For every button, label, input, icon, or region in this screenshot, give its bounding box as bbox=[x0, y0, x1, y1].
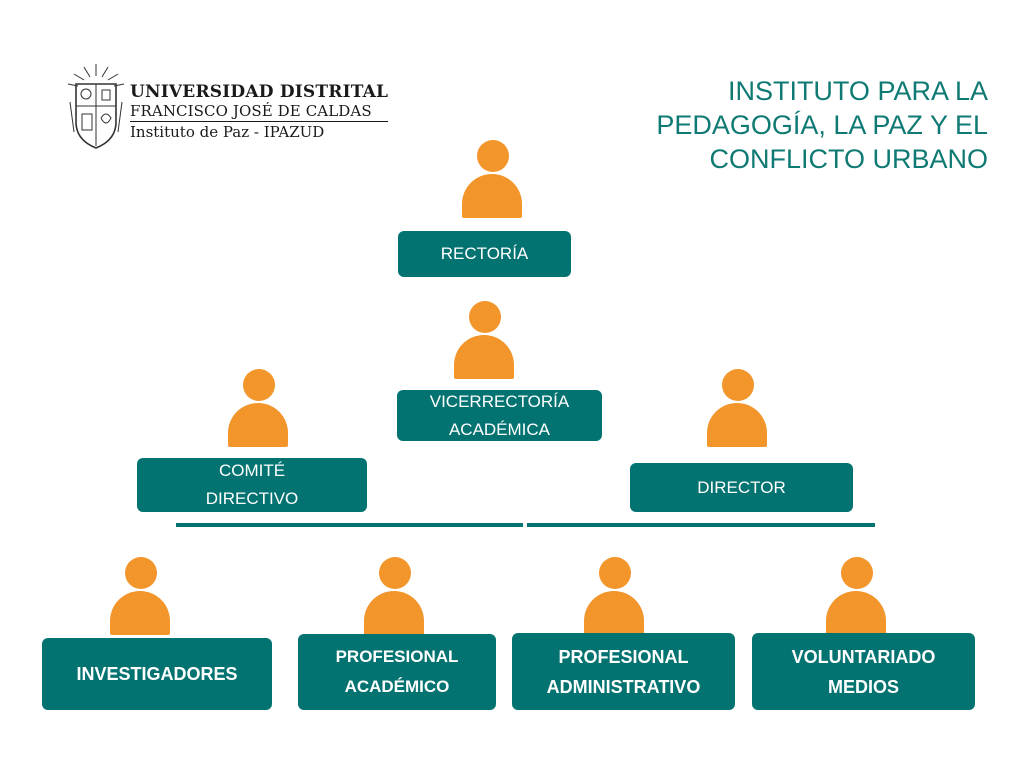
node-label: PROFESIONAL bbox=[558, 646, 689, 667]
logo-university-subname: FRANCISCO JOSÉ DE CALDAS bbox=[130, 102, 389, 122]
connector-line bbox=[176, 523, 523, 527]
title-line: CONFLICTO URBANO bbox=[709, 144, 988, 174]
node-comite-directivo: COMITÉ DIRECTIVO bbox=[137, 458, 367, 512]
node-label: PROFESIONAL bbox=[335, 647, 459, 666]
node-investigadores: INVESTIGADORES bbox=[42, 638, 272, 710]
connector-line bbox=[527, 523, 875, 527]
person-icon bbox=[452, 301, 516, 381]
node-label: INVESTIGADORES bbox=[76, 664, 238, 684]
person-icon bbox=[582, 557, 646, 637]
person-icon bbox=[705, 369, 769, 449]
node-label: DIRECTOR bbox=[697, 477, 786, 497]
university-seal-icon bbox=[67, 64, 125, 149]
node-director: DIRECTOR bbox=[630, 463, 853, 512]
person-icon bbox=[226, 369, 290, 449]
person-icon bbox=[108, 557, 172, 637]
person-icon bbox=[824, 557, 888, 637]
logo-university-name: UNIVERSIDAD DISTRITAL bbox=[130, 82, 389, 102]
page-title: INSTITUTO PARA LA PEDAGOGÍA, LA PAZ Y EL… bbox=[588, 74, 988, 176]
node-profesional-administrativo: PROFESIONAL ADMINISTRATIVO bbox=[512, 633, 735, 710]
title-line: INSTITUTO PARA LA bbox=[727, 76, 988, 106]
node-voluntariado-medios: VOLUNTARIADO MEDIOS bbox=[752, 633, 975, 710]
person-icon bbox=[362, 557, 426, 637]
node-label: VOLUNTARIADO bbox=[791, 646, 936, 667]
node-label: DIRECTIVO bbox=[205, 489, 299, 508]
node-label: RECTORÍA bbox=[440, 244, 529, 263]
node-profesional-academico: PROFESIONAL ACADÉMICO bbox=[298, 634, 496, 710]
node-label: COMITÉ bbox=[218, 461, 286, 480]
node-label: MEDIOS bbox=[827, 676, 899, 697]
logo-institute-name: Instituto de Paz - IPAZUD bbox=[130, 123, 325, 141]
node-label: ADMINISTRATIVO bbox=[546, 676, 701, 697]
node-label: ACADÉMICA bbox=[448, 419, 551, 439]
node-rectoria: RECTORÍA bbox=[398, 231, 571, 277]
title-line: PEDAGOGÍA, LA PAZ Y EL bbox=[656, 110, 988, 140]
university-logo: UNIVERSIDAD DISTRITAL FRANCISCO JOSÉ DE … bbox=[66, 62, 389, 154]
node-label: ACADÉMICO bbox=[344, 677, 450, 696]
person-icon bbox=[460, 140, 524, 220]
node-vicerrectoria-academica: VICERRECTORÍA ACADÉMICA bbox=[397, 390, 602, 441]
node-label: VICERRECTORÍA bbox=[429, 391, 570, 411]
